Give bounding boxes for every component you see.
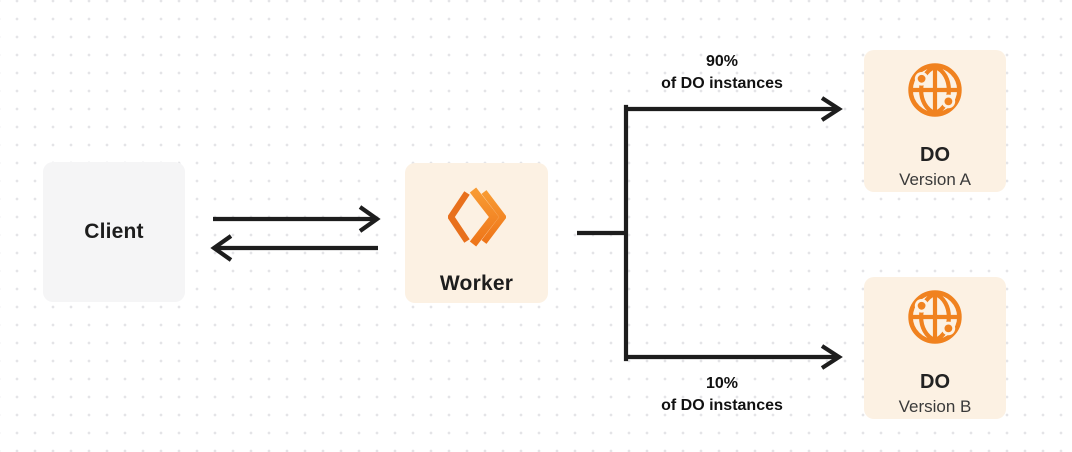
workers-brackets-icon [446,187,507,248]
worker-label: Worker [439,272,514,295]
do-b-subtitle: Version B [898,397,972,416]
do-a-subtitle: Version A [899,170,971,189]
client-node: Client [43,162,185,302]
branch-a-percent: 90% [705,53,739,70]
split-trunk-line [577,104,629,362]
client-to-worker-arrow [213,205,381,233]
branch-a-caption: of DO instances [661,75,783,92]
worker-node: Worker [405,163,548,303]
worker-to-client-arrow [210,234,378,262]
branch-b-caption: of DO instances [661,397,783,414]
branch-a-label: 90% of DO instances [612,51,832,95]
branch-a-arrow [626,96,843,122]
do-b-title: DO [920,371,950,393]
durable-object-globe-icon [907,289,963,345]
do-version-a-node: DO Version A [864,50,1006,192]
do-a-title: DO [920,144,950,166]
do-version-b-node: DO Version B [864,277,1006,419]
client-label: Client [84,220,144,243]
durable-object-globe-icon [907,62,963,118]
branch-b-label: 10% of DO instances [612,373,832,417]
branch-b-arrow [626,344,843,370]
branch-b-percent: 10% [705,375,739,392]
